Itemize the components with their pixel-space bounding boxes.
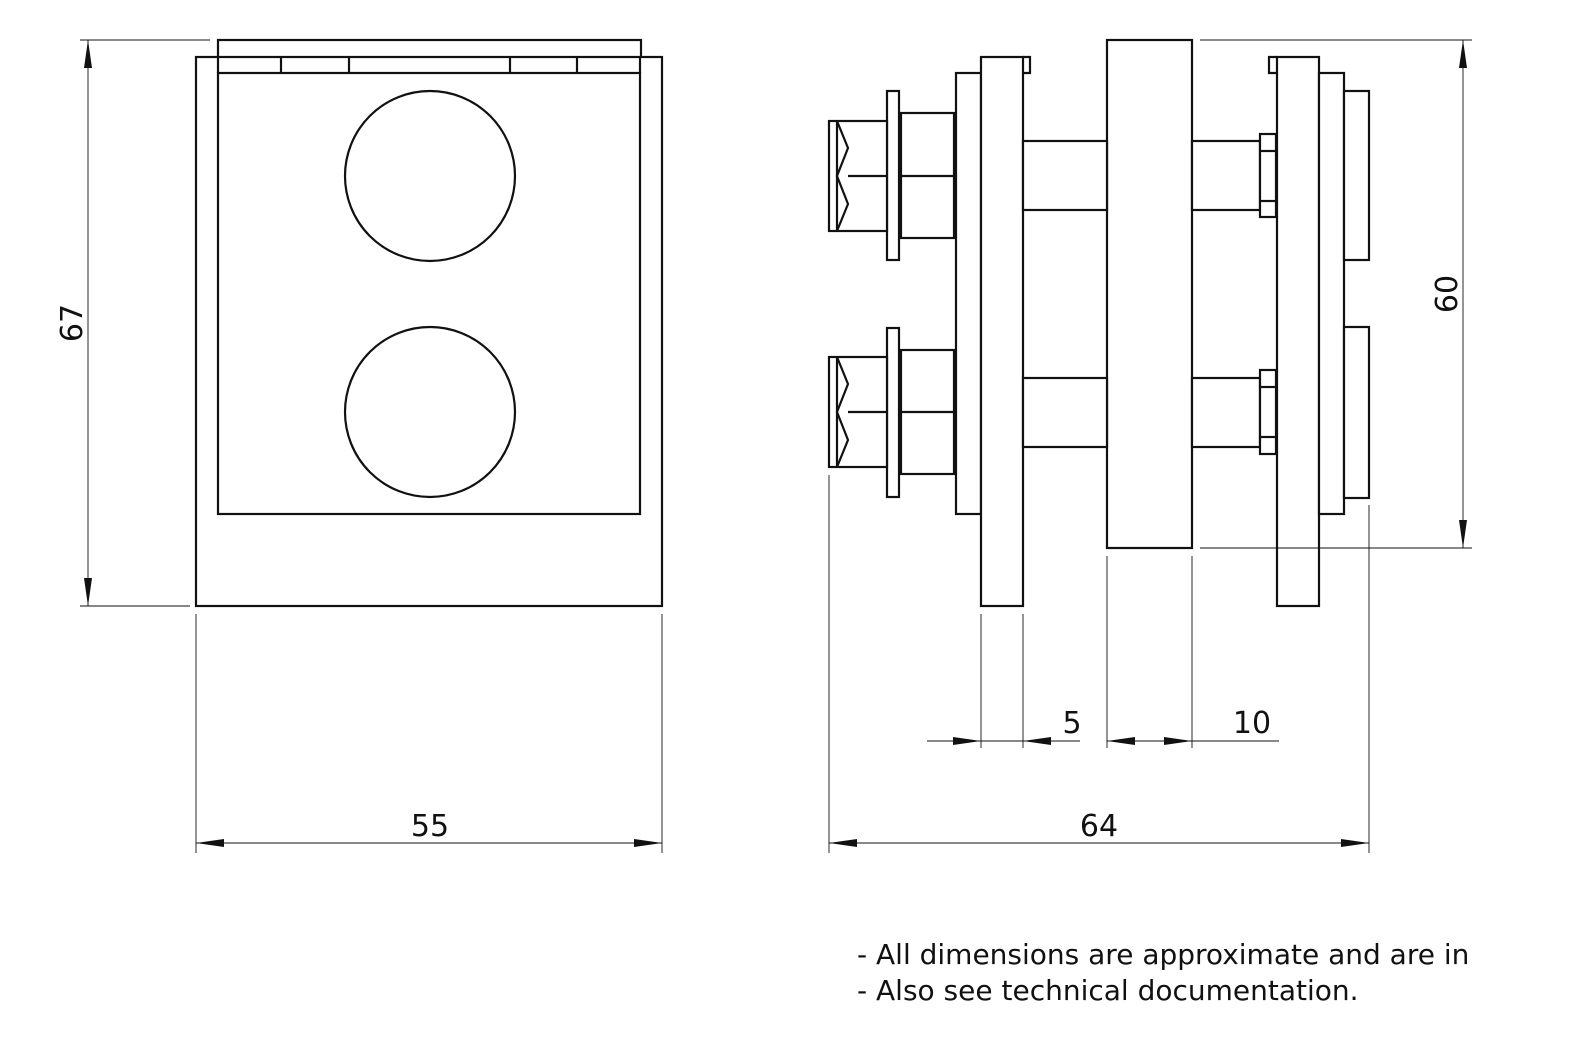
dimension-label: 10 [1233,706,1271,741]
upper-bolt-assembly [827,89,1278,262]
dimension-label: 5 [1062,706,1081,741]
dimension-label: 67 [55,304,90,342]
front-lower-hole [343,325,517,499]
lower-bolt-washer [885,326,901,499]
side-view [827,38,1371,608]
left-clamp-plate [979,55,1025,608]
upper-bolt-washer [885,89,901,262]
note-line-approximate: - All dimensions are approximate and are… [857,938,1470,971]
right-back-plate [1317,71,1346,516]
right-lower-insert [1342,325,1371,500]
dimension-arrow [953,737,981,745]
dimension-front-width: 55 [195,614,663,853]
dimension-arrow [1107,737,1135,745]
dimension-arrow [1023,737,1051,745]
right-clamp-plate [1275,55,1321,608]
lower-bolt-head-chamfer [835,356,850,468]
dimension-arrow [84,578,92,606]
dimension-arrow [196,839,224,847]
left-plate-lip [1023,55,1032,75]
front-view [194,38,664,608]
lower-bolt-shank-left [1021,376,1109,449]
upper-bolt-head-chamfer [835,120,850,232]
lower-bolt-assembly [827,326,1278,499]
dimension-arrow [1459,520,1467,548]
upper-bolt-end-cap [1258,132,1278,219]
dimension-arrow [84,40,92,68]
notes-block: - All dimensions are approximate and are… [857,937,1557,1009]
front-upper-hole [343,89,517,263]
center-block [1105,38,1194,550]
front-top-strip [216,38,643,60]
dimension-label: 64 [1080,809,1118,844]
dimension-side-total-width: 64 [828,475,1370,853]
right-plate-lip [1267,55,1277,75]
upper-bolt-shank-right [1190,139,1262,212]
dimension-arrow [1341,839,1369,847]
note-line-documentation: - Also see technical documentation. [857,974,1359,1007]
dimension-center-thickness: 10 [1106,556,1279,748]
dimension-arrow [829,839,857,847]
dimension-side-height: 60 [1200,39,1472,549]
dimension-arrow [1164,737,1192,745]
dimension-plate-thickness: 5 [927,614,1082,748]
left-back-plate [954,71,983,516]
dimension-label: 55 [411,809,449,844]
dimension-front-height: 67 [55,39,210,607]
lower-bolt-shank-right [1190,376,1262,449]
dimension-label: 60 [1430,275,1465,313]
right-upper-insert [1342,89,1371,262]
upper-bolt-shank-left [1021,139,1109,212]
dimension-arrow [634,839,662,847]
dimension-arrow [1459,40,1467,68]
lower-bolt-end-cap [1258,368,1278,456]
